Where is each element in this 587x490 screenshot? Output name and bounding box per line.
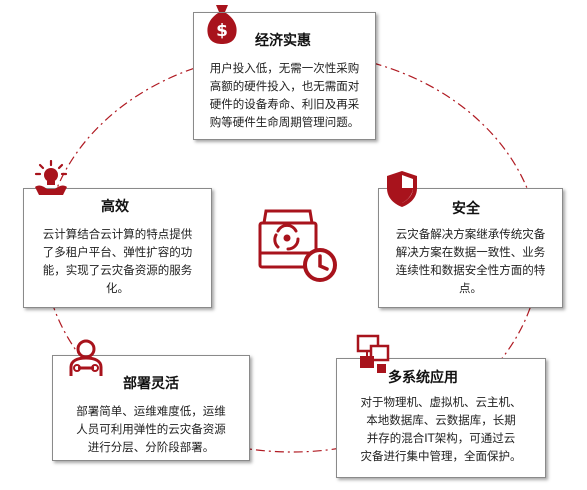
text-line: 了多租户平台、弹性扩容的功 <box>42 245 193 259</box>
text-line: 部署简单、运维难度低，运维 <box>76 404 226 418</box>
card-multisystem <box>336 358 546 478</box>
text-line: 硬件的设备寿命、利旧及再采 <box>209 97 360 111</box>
text-line: 灾备进行集中管理，全面保护。 <box>360 449 522 463</box>
card-security-text: 云灾备解决方案继承传统灾备 解决方案在数据一致性、业务 连续性和数据安全性方面的… <box>378 225 563 297</box>
cloud-backup-restore-icon <box>258 209 337 282</box>
text-line: 进行分层、分阶段部署。 <box>87 440 215 454</box>
text-line: 购等硬件生命周期管理问题。 <box>209 115 360 129</box>
card-efficient-text: 云计算结合云计算的特点提供 了多租户平台、弹性扩容的功 能，实现了云灾备资源的服… <box>23 225 212 297</box>
card-economy-text: 用户投入低，无需一次性采购 高额的硬件投入，也无需面对 硬件的设备寿命、利旧及再… <box>193 59 376 131</box>
text-line: 点。 <box>459 281 482 295</box>
text-line: 用户投入低，无需一次性采购 <box>209 61 360 75</box>
text-line: 连续性和数据安全性方面的特 <box>395 263 546 277</box>
card-security-title: 安全 <box>452 201 480 217</box>
worker-tools-icon <box>69 339 103 376</box>
text-line: 并存的混合IT架构，可通过云 <box>366 431 516 445</box>
card-economy-title: 经济实惠 <box>255 33 311 49</box>
text-line: 高额的硬件投入，也无需面对 <box>209 79 360 93</box>
card-flexible-text: 部署简单、运维难度低，运维 人员可利用弹性的云灾备资源 进行分层、分阶段部署。 <box>52 402 250 456</box>
text-line: 云计算结合云计算的特点提供 <box>42 227 193 241</box>
card-multisystem-text: 对于物理机、虚拟机、云主机、 本地数据库、云数据库，长期 并存的混合IT架构，可… <box>336 393 546 465</box>
lightbulb-hand-icon <box>34 160 68 195</box>
card-efficient <box>23 188 212 308</box>
svg-text:$: $ <box>216 21 228 41</box>
text-line: 化。 <box>106 281 129 295</box>
card-efficient-title: 高效 <box>101 199 129 215</box>
text-line: 能，实现了云灾备资源的服务 <box>42 263 193 277</box>
money-bag-icon: $ <box>207 5 237 44</box>
multi-screen-icon <box>356 334 390 373</box>
shield-icon <box>387 171 417 207</box>
card-security <box>378 188 563 308</box>
text-line: 解决方案在数据一致性、业务 <box>395 245 546 259</box>
card-multisystem-title: 多系统应用 <box>388 370 458 386</box>
card-flexible <box>52 355 250 461</box>
card-flexible-title: 部署灵活 <box>123 376 179 392</box>
text-line: 本地数据库、云数据库，长期 <box>366 413 516 427</box>
text-line: 人员可利用弹性的云灾备资源 <box>76 422 226 436</box>
text-line: 云灾备解决方案继承传统灾备 <box>395 227 546 241</box>
text-line: 对于物理机、虚拟机、云主机、 <box>360 395 522 409</box>
